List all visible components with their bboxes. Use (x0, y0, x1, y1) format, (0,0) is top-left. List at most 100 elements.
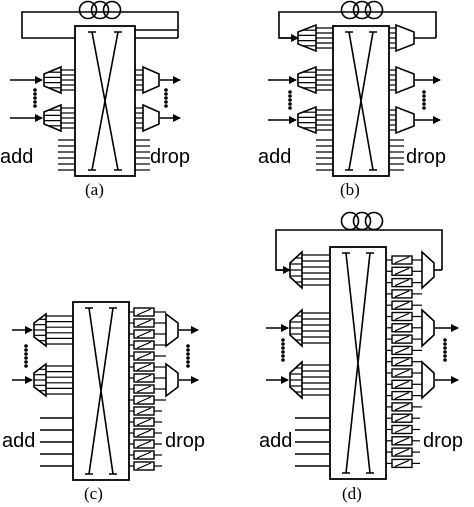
ellipsis-dot (281, 354, 285, 358)
ellipsis-dot (24, 360, 28, 364)
switch-fabric (329, 246, 387, 480)
converter-hatch (394, 392, 410, 400)
mux-icon (297, 65, 317, 95)
demux-icon (421, 360, 435, 400)
ellipsis-dot (281, 338, 285, 342)
converter-hatch (136, 462, 152, 470)
ellipsis-dot (24, 344, 28, 348)
demux-icon (165, 312, 179, 348)
fiber-coil-icon (340, 0, 360, 20)
demux-icon (395, 105, 415, 135)
ellipsis-dot (281, 346, 285, 350)
ellipsis-dot (164, 88, 168, 92)
demux-icon (142, 65, 160, 95)
ellipsis-dot (186, 360, 190, 364)
panel-d-caption: (d) (342, 484, 362, 503)
demux-icon (165, 362, 179, 398)
ellipsis-dot (281, 358, 285, 362)
fiber-coil-icon (364, 0, 384, 20)
ellipsis-dot (422, 106, 426, 110)
ellipsis-dot (164, 104, 168, 108)
ellipsis-dot (422, 90, 426, 94)
converter-hatch (394, 414, 410, 422)
loop-wire (278, 11, 437, 39)
ellipsis-dot (443, 350, 447, 354)
converter-hatch (136, 407, 152, 415)
ellipsis-dot (24, 364, 28, 368)
demux-icon (421, 250, 435, 290)
mux-icon (43, 103, 62, 133)
panel-a-caption: (a) (85, 180, 104, 199)
loop-wire (21, 11, 179, 39)
ellipsis-dot (186, 356, 190, 360)
converter-hatch (394, 459, 410, 467)
panel-b (268, 0, 441, 177)
panel-d-add-label: add (259, 430, 292, 452)
converter-hatch (136, 440, 152, 448)
mux-icon (289, 360, 303, 400)
ellipsis-dot (164, 100, 168, 104)
fiber-coil-icon (90, 0, 110, 20)
crossbar-x-icon (85, 307, 117, 475)
converter-hatch (136, 374, 152, 382)
demux-icon (421, 308, 435, 348)
crossbar-x-icon (345, 31, 377, 171)
panel-a-add-label: add (0, 146, 33, 168)
crossbar-x-icon (342, 252, 374, 474)
ellipsis-dot (443, 342, 447, 346)
converter-hatch (394, 267, 410, 275)
crossbar-x-icon (88, 31, 122, 171)
panel-b-add-label: add (258, 146, 291, 168)
converter-hatch (394, 335, 410, 343)
converter-hatch (394, 448, 410, 456)
converter-hatch (136, 418, 152, 426)
ellipsis-dot (281, 350, 285, 354)
ellipsis-dot (422, 98, 426, 102)
mux-icon (43, 65, 62, 95)
ellipsis-dot (186, 344, 190, 348)
ellipsis-dot (24, 348, 28, 352)
converter-hatch (136, 363, 152, 371)
panel-b-caption: (b) (340, 180, 360, 199)
ellipsis-dot (288, 106, 292, 110)
ellipsis-dot (443, 346, 447, 350)
ellipsis-dot (33, 96, 37, 100)
converter-hatch (394, 290, 410, 298)
ellipsis-dot (186, 352, 190, 356)
converter-hatch (394, 403, 410, 411)
converter-hatch (394, 312, 410, 321)
converter-hatch (136, 396, 152, 404)
converter-hatch (136, 319, 152, 327)
fiber-coil-icon (364, 211, 384, 231)
panel-a (10, 0, 181, 177)
ellipsis-dot (281, 342, 285, 346)
converter-hatch (136, 385, 152, 393)
switch-fabric (72, 301, 130, 481)
switch-fabric (74, 25, 136, 177)
switch-fabric (332, 25, 390, 177)
fiber-coil-icon (352, 0, 372, 20)
ellipsis-dot (422, 102, 426, 106)
ellipsis-dot (443, 354, 447, 358)
ellipsis-dot (164, 92, 168, 96)
mux-icon (33, 312, 47, 348)
converter-hatch (394, 279, 410, 287)
converter-hatch (394, 437, 410, 445)
panel-b-drop-label: drop (406, 146, 446, 168)
ellipsis-dot (288, 102, 292, 106)
ellipsis-dot (443, 338, 447, 342)
converter-hatch (394, 425, 410, 434)
converter-hatch (394, 256, 410, 264)
converter-hatch (136, 451, 152, 459)
ellipsis-dot (33, 92, 37, 96)
ellipsis-dot (164, 96, 168, 100)
ellipsis-dot (24, 352, 28, 356)
panel-c-add-label: add (2, 430, 35, 452)
mux-icon (289, 308, 303, 348)
mux-icon (33, 362, 47, 398)
mux-icon (289, 250, 303, 290)
converter-hatch (136, 352, 152, 360)
ellipsis-dot (33, 100, 37, 104)
ellipsis-dot (443, 358, 447, 362)
converter-hatch (394, 301, 410, 309)
